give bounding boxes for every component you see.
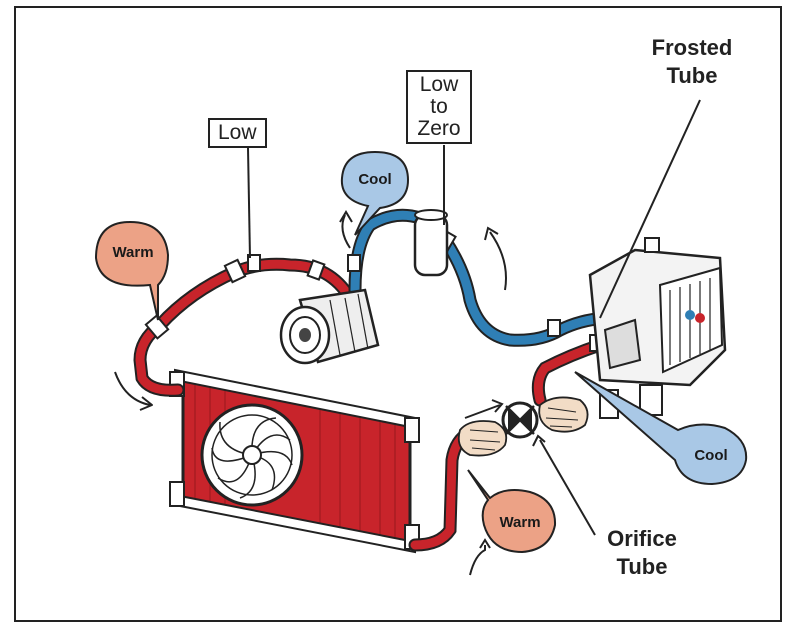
bubble-cool-right-shape <box>574 371 748 486</box>
orifice-symbol <box>501 401 539 439</box>
label-low-to-zero-line-2: to <box>430 95 448 118</box>
label-low-to-zero: Low to Zero <box>406 70 472 144</box>
callout-orifice-tube-line-2: Tube <box>616 554 668 579</box>
bubble-warm-bottom: Warm <box>499 514 541 531</box>
callout-frosted-tube-line-1: Frosted <box>651 35 733 60</box>
label-low-to-zero-line-1: Low <box>419 73 459 96</box>
bubble-cool-top-shape <box>340 150 410 236</box>
cool-refrigerant-lines <box>348 208 612 347</box>
compressor <box>279 288 380 365</box>
bubble-cool-top: Cool <box>358 171 392 188</box>
callout-orifice-tube-line-1: Orifice <box>607 526 677 551</box>
bubble-warm-left: Warm <box>112 244 154 261</box>
flow-arrows <box>114 210 507 576</box>
callout-frosted-tube-line-2: Tube <box>666 63 718 88</box>
label-low-to-zero-line-3: Zero <box>417 117 461 140</box>
accumulator <box>413 209 449 277</box>
callout-orifice-tube: Orifice Tube <box>582 525 702 581</box>
bubble-cool-right: Cool <box>694 447 728 464</box>
leader-lines <box>247 99 701 536</box>
condenser-fan <box>200 403 304 507</box>
hand-cool <box>538 396 589 433</box>
label-low: Low <box>208 118 267 148</box>
callout-frosted-tube: Frosted Tube <box>632 34 752 90</box>
bubble-warm-bottom-shape <box>467 469 557 554</box>
hand-warm <box>457 420 508 457</box>
bubble-warm-left-shape <box>94 220 170 321</box>
